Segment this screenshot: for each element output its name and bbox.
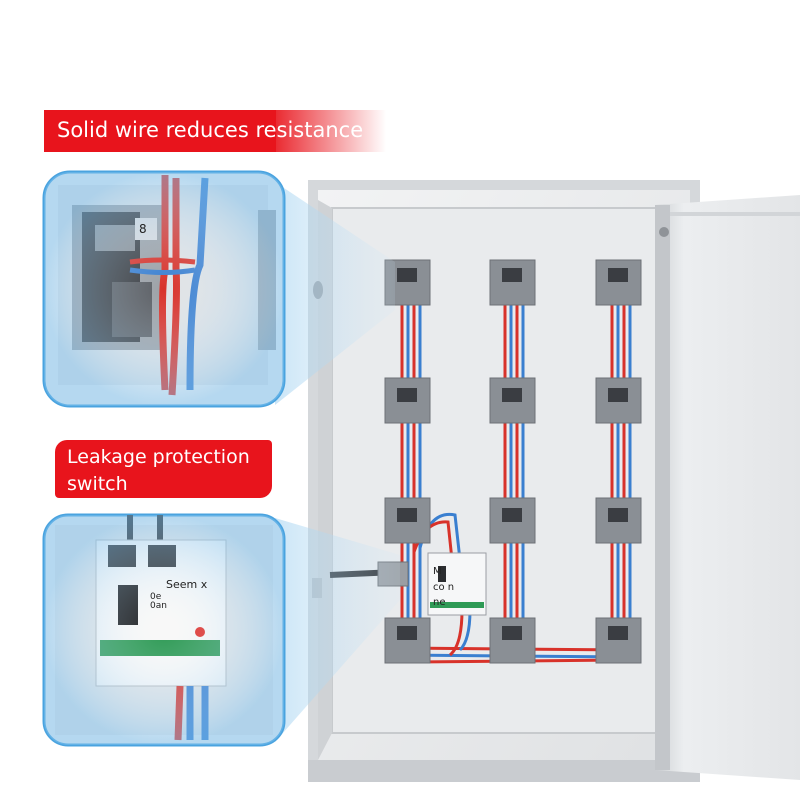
terminal-closeup (42, 170, 286, 408)
leakage-switch-banner: Leakage protection switch (55, 440, 272, 498)
small-box-label-c: ne (433, 597, 446, 608)
small-breaker-unit (427, 552, 487, 616)
small-box-label-a: M (433, 566, 442, 577)
breaker-closeup (42, 513, 286, 747)
breaker-line-b: 0an (150, 601, 167, 611)
leakage-caption-line2: switch (67, 473, 128, 495)
terminal-number-label: 8 (139, 222, 147, 236)
magnifier-beams (275, 182, 400, 742)
cabinet-door (655, 195, 800, 780)
small-box-label-b: co n (433, 582, 455, 593)
solid-wire-caption: Solid wire reduces resistance (57, 118, 364, 142)
leakage-caption-line1: Leakage protection (67, 446, 250, 468)
breaker-line-a: 0e (150, 592, 162, 602)
solid-wire-banner: Solid wire reduces resistance (44, 110, 363, 152)
breaker-brand-label: Seem x (166, 578, 208, 591)
